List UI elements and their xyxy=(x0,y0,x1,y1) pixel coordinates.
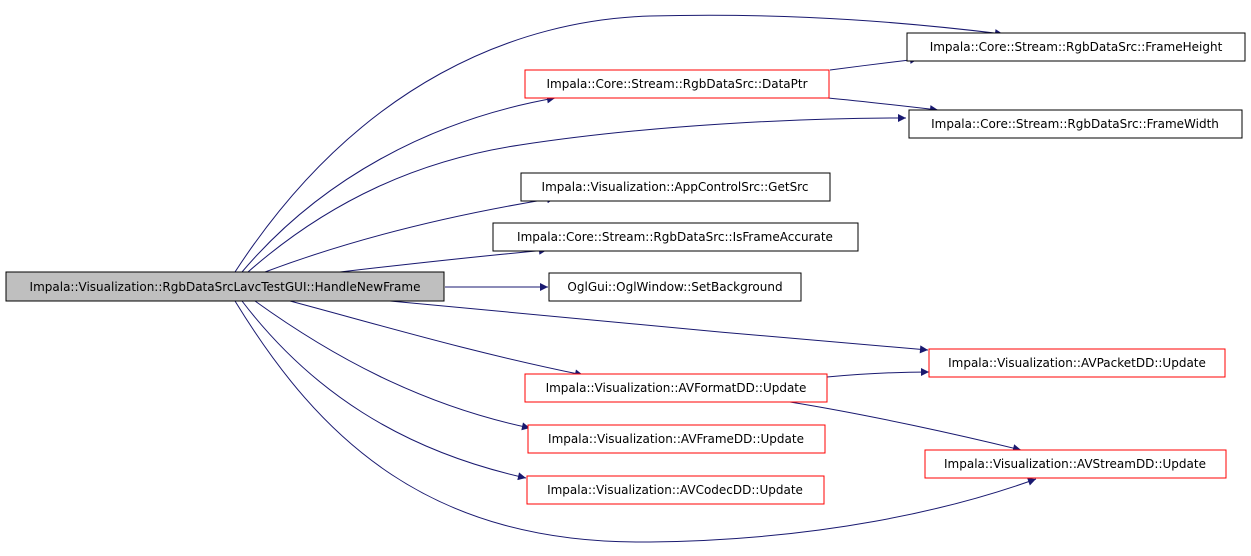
node-frame-width[interactable]: Impala::Core::Stream::RgbDataSrc::FrameW… xyxy=(908,109,1243,139)
node-av-codec-label: Impala::Visualization::AVCodecDD::Update xyxy=(547,483,803,497)
node-is-frame-accurate-label: Impala::Core::Stream::RgbDataSrc::IsFram… xyxy=(517,230,833,244)
edge-root-to-is-frame-accurate xyxy=(339,246,548,273)
node-get-src[interactable]: Impala::Visualization::AppControlSrc::Ge… xyxy=(520,172,831,202)
edge-root-to-get-src xyxy=(264,195,556,273)
node-frame-height[interactable]: Impala::Core::Stream::RgbDataSrc::FrameH… xyxy=(906,32,1246,62)
edge-root-to-av-packet xyxy=(389,300,929,354)
edge-root-to-frame-height xyxy=(234,14,1004,273)
node-data-ptr[interactable]: Impala::Core::Stream::RgbDataSrc::DataPt… xyxy=(524,69,830,99)
node-root[interactable]: Impala::Visualization::RgbDataSrcLavcTes… xyxy=(5,271,445,302)
node-set-background[interactable]: OglGui::OglWindow::SetBackground xyxy=(548,272,802,302)
edge-root-to-av-frame xyxy=(254,300,531,431)
edge-data-ptr-to-frame-height xyxy=(829,55,919,71)
node-frame-height-label: Impala::Core::Stream::RgbDataSrc::FrameH… xyxy=(930,40,1223,54)
edges xyxy=(234,14,1037,543)
node-av-codec[interactable]: Impala::Visualization::AVCodecDD::Update xyxy=(526,475,825,505)
node-av-stream-label: Impala::Visualization::AVStreamDD::Updat… xyxy=(944,457,1206,471)
node-av-stream[interactable]: Impala::Visualization::AVStreamDD::Updat… xyxy=(924,449,1227,479)
node-av-frame-label: Impala::Visualization::AVFrameDD::Update xyxy=(548,432,804,446)
edge-data-ptr-to-frame-width xyxy=(827,97,939,114)
node-set-background-label: OglGui::OglWindow::SetBackground xyxy=(567,280,782,294)
edge-root-to-av-stream xyxy=(234,300,1037,543)
node-av-format-label: Impala::Visualization::AVFormatDD::Updat… xyxy=(546,381,807,395)
node-root-label: Impala::Visualization::RgbDataSrcLavcTes… xyxy=(30,280,421,294)
edge-root-to-av-format xyxy=(289,300,584,378)
node-get-src-label: Impala::Visualization::AppControlSrc::Ge… xyxy=(542,180,809,194)
node-av-packet[interactable]: Impala::Visualization::AVPacketDD::Updat… xyxy=(928,348,1226,378)
node-frame-width-label: Impala::Core::Stream::RgbDataSrc::FrameW… xyxy=(931,117,1219,131)
edge-root-to-data-ptr xyxy=(241,95,556,273)
edge-root-to-frame-width xyxy=(247,114,907,273)
edge-av-format-to-av-stream xyxy=(789,401,1022,452)
node-av-packet-label: Impala::Visualization::AVPacketDD::Updat… xyxy=(948,356,1206,370)
node-av-frame[interactable]: Impala::Visualization::AVFrameDD::Update xyxy=(527,424,826,454)
node-data-ptr-label: Impala::Core::Stream::RgbDataSrc::DataPt… xyxy=(546,77,807,91)
edge-root-to-av-codec xyxy=(241,300,527,481)
edge-av-format-to-av-packet xyxy=(826,368,930,378)
node-is-frame-accurate[interactable]: Impala::Core::Stream::RgbDataSrc::IsFram… xyxy=(492,222,859,252)
node-av-format[interactable]: Impala::Visualization::AVFormatDD::Updat… xyxy=(524,373,828,403)
